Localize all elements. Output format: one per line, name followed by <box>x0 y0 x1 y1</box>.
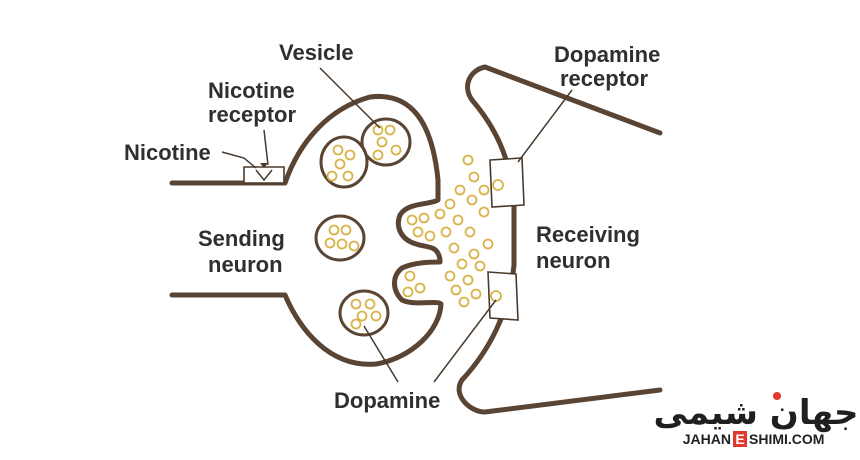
logo-domain-letter: E <box>735 431 744 447</box>
dopamine-dot <box>412 226 424 238</box>
dopamine-dot <box>478 206 490 218</box>
logo-e-badge <box>733 431 747 447</box>
dopamine-molecules <box>324 124 494 330</box>
dopamine-dot <box>348 240 360 252</box>
dopamine-receptor-bottom <box>487 271 519 321</box>
dopamine-dot <box>376 136 388 148</box>
dopamine-dot <box>390 144 402 156</box>
logo-persian-text: جهان شیمی <box>653 393 858 433</box>
dopamine-dot <box>332 144 344 156</box>
dopamine-dot <box>324 237 336 249</box>
dopamine-dot <box>404 270 416 282</box>
logo-accent-dot <box>773 392 781 400</box>
vesicle-leader <box>319 67 381 129</box>
dopamine-dot <box>372 149 384 161</box>
dopamine-dot <box>434 208 446 220</box>
vesicle-3 <box>314 214 366 262</box>
dopamine-dot <box>466 194 478 206</box>
dopamine-dot <box>444 198 456 210</box>
dopamine-dot <box>440 226 452 238</box>
label-nicotine-receptor-2: receptor <box>208 102 296 127</box>
dopamine-dot <box>350 298 362 310</box>
label-nicotine-receptor-1: Nicotine <box>208 78 295 103</box>
dopamine-dot <box>444 270 456 282</box>
dopamine-leader-1 <box>363 325 399 383</box>
dopamine-receptor-leader <box>517 89 573 163</box>
dopamine-dot <box>384 124 396 136</box>
jahan-e-shimi-logo: جهان شیمی JAHAN E SHIMI.COM <box>653 392 859 447</box>
dopamine-dot <box>462 154 474 166</box>
dopamine-dot <box>464 226 476 238</box>
receiving-neuron-membrane <box>456 64 663 415</box>
dopamine-dot <box>482 238 494 250</box>
dopamine-dot <box>334 158 346 170</box>
dopamine-dot <box>468 171 480 183</box>
dopamine-dot <box>350 318 362 330</box>
dopamine-dot <box>402 286 414 298</box>
dopamine-dot <box>336 238 348 250</box>
dopamine-dot <box>456 258 468 270</box>
dopamine-dot <box>458 296 470 308</box>
dopamine-dot <box>474 260 486 272</box>
dopamine-dot <box>450 284 462 296</box>
label-sending-1: Sending <box>198 226 285 251</box>
label-sending-2: neuron <box>208 252 283 277</box>
dopamine-dot <box>468 248 480 260</box>
dopamine-dot <box>454 184 466 196</box>
label-receiving-1: Receiving <box>536 222 640 247</box>
nicotine-receptor-leader <box>263 129 269 166</box>
dopamine-receptor-top <box>489 157 525 208</box>
label-dopamine-receptor-1: Dopamine <box>554 42 660 67</box>
label-vesicle: Vesicle <box>279 40 354 65</box>
dopamine-dot <box>478 184 490 196</box>
dopamine-dot <box>370 310 382 322</box>
dopamine-dot <box>418 212 430 224</box>
dopamine-dot <box>424 230 436 242</box>
dopamine-dot <box>342 170 354 182</box>
dopamine-dot <box>414 282 426 294</box>
label-receiving-2: neuron <box>536 248 611 273</box>
dopamine-dot <box>462 274 474 286</box>
dopamine-dot <box>452 214 464 226</box>
dopamine-dot <box>328 224 340 236</box>
logo-domain-prefix: JAHAN <box>683 431 731 447</box>
dopamine-dot <box>344 149 356 161</box>
dopamine-dot <box>356 310 368 322</box>
dopamine-dot <box>470 288 482 300</box>
dopamine-dot <box>364 298 376 310</box>
nicotine-leader <box>221 151 257 169</box>
sending-neuron-membrane <box>169 93 444 367</box>
label-dopamine: Dopamine <box>334 388 440 413</box>
logo-domain-suffix: SHIMI.COM <box>749 431 824 447</box>
dopamine-leader-2 <box>433 299 497 383</box>
nicotine-receptor <box>243 163 285 184</box>
dopamine-dot <box>326 170 338 182</box>
label-nicotine: Nicotine <box>124 140 211 165</box>
dopamine-dot <box>340 224 352 236</box>
label-dopamine-receptor-2: receptor <box>560 66 648 91</box>
dopamine-dot <box>448 242 460 254</box>
dopamine-dot <box>406 214 418 226</box>
